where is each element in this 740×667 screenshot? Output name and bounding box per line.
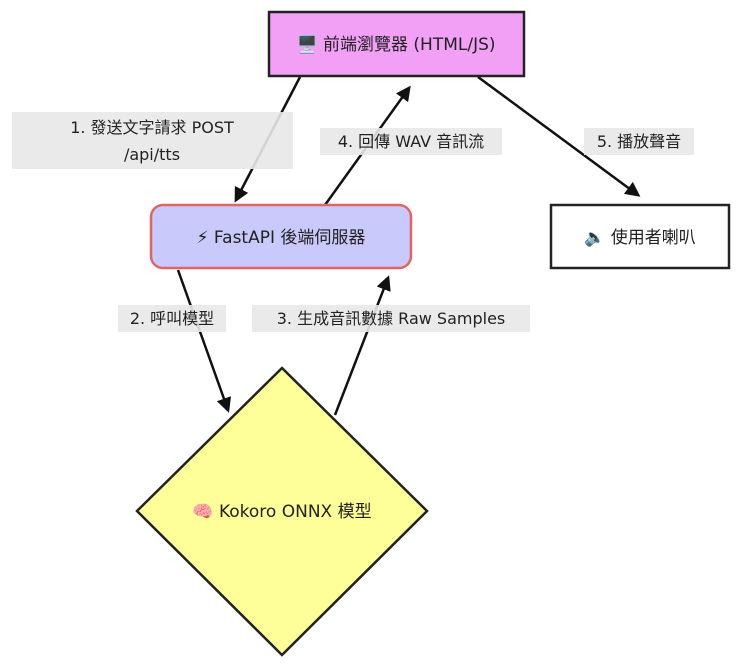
edge-browser-to-speaker xyxy=(477,75,641,197)
edge-label-1-bg xyxy=(12,112,293,169)
edge-label-4-bg xyxy=(320,128,502,155)
edge-server-to-model xyxy=(176,269,232,413)
node-speaker[interactable] xyxy=(549,203,731,270)
node-speaker-label: 🔈 使用者喇叭 xyxy=(584,227,696,248)
edge-label-1-line2: /api/tts xyxy=(124,145,180,164)
edge-label-4: 4. 回傳 WAV 音訊流 xyxy=(338,132,484,151)
node-server[interactable] xyxy=(149,203,413,270)
edge-label-2: 2. 呼叫模型 xyxy=(130,309,214,328)
edge-label-5-bg xyxy=(584,128,694,155)
node-model[interactable] xyxy=(135,366,429,657)
edge-label-3-bg xyxy=(252,305,530,332)
edge-label-3: 3. 生成音訊數據 Raw Samples xyxy=(277,309,506,328)
edge-label-1-line1: 1. 發送文字請求 POST xyxy=(70,118,234,137)
edge-model-to-server xyxy=(333,275,391,416)
node-model-label: 🧠 Kokoro ONNX 模型 xyxy=(192,502,371,522)
node-browser-label: 🖥️ 前端瀏覽器 (HTML/JS) xyxy=(296,34,495,55)
node-browser[interactable] xyxy=(267,10,526,78)
edge-label-5: 5. 播放聲音 xyxy=(597,132,681,151)
node-server-label: ⚡ FastAPI 後端伺服器 xyxy=(197,228,366,248)
edge-label-2-bg xyxy=(118,305,226,332)
